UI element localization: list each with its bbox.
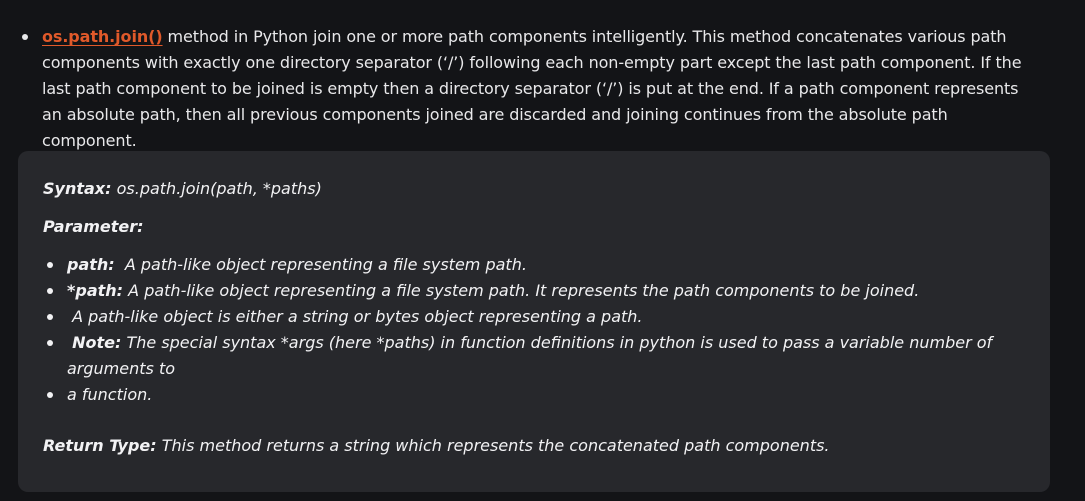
- param-desc: a function.: [67, 385, 153, 404]
- return-type-line: Return Type: This method returns a strin…: [43, 435, 830, 457]
- intro-text-block: os.path.join() method in Python join one…: [42, 24, 1042, 154]
- syntax-card: Syntax: os.path.join(path, *paths) Param…: [18, 151, 1050, 492]
- bullet-icon: [47, 262, 53, 268]
- intro-paragraph: os.path.join() method in Python join one…: [22, 24, 1042, 154]
- os-path-join-link[interactable]: os.path.join(): [42, 27, 163, 46]
- param-term: path:: [67, 255, 115, 274]
- param-item-function: a function.: [47, 382, 1042, 408]
- bullet-icon: [47, 288, 53, 294]
- bullet-icon: [22, 34, 28, 40]
- parameter-label: Parameter:: [43, 217, 144, 236]
- bullet-icon: [47, 314, 53, 320]
- syntax-label: Syntax:: [43, 179, 112, 198]
- syntax-value: os.path.join(path, *paths): [116, 179, 322, 198]
- bullet-icon: [47, 392, 53, 398]
- intro-text: method in Python join one or more path c…: [42, 27, 1022, 150]
- param-desc: A path-like object representing a file s…: [128, 281, 920, 300]
- note-label: Note:: [72, 333, 122, 352]
- return-type-label: Return Type:: [43, 436, 157, 455]
- bullet-icon: [47, 340, 53, 346]
- syntax-line: Syntax: os.path.join(path, *paths): [43, 178, 322, 200]
- param-desc: The special syntax *args (here *paths) i…: [67, 333, 993, 378]
- param-item-note-path-like: A path-like object is either a string or…: [47, 304, 1042, 330]
- param-desc: A path-like object is either a string or…: [72, 307, 643, 326]
- param-item-path: path: A path-like object representing a …: [47, 252, 1042, 278]
- param-desc: A path-like object representing a file s…: [124, 255, 527, 274]
- param-item-note: Note: The special syntax *args (here *pa…: [47, 330, 1042, 382]
- return-type-value: This method returns a string which repre…: [161, 436, 830, 455]
- param-item-paths: *path: A path-like object representing a…: [47, 278, 1042, 304]
- param-term: *path:: [67, 281, 124, 300]
